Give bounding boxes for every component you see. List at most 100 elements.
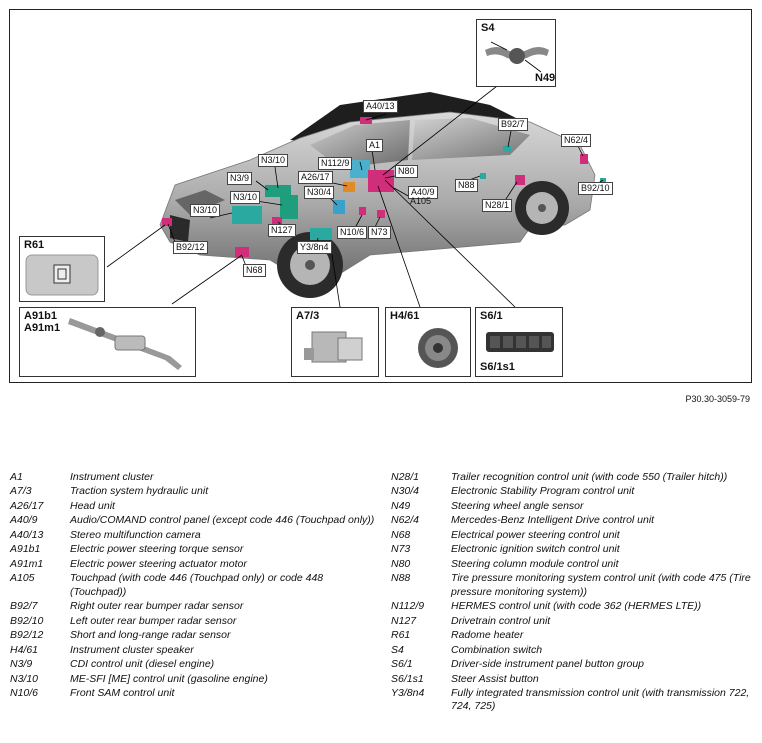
button-group-icon: [486, 332, 554, 352]
legend-code: S4: [391, 643, 404, 656]
component-n112-9: [350, 160, 370, 178]
front-window: [310, 120, 410, 168]
figure-reference: P30.30-3059-79: [685, 394, 750, 404]
inset-r61-title: R61: [24, 239, 45, 251]
legend-row: B92/7 Right outer rear bumper radar senso…: [10, 600, 380, 613]
legend-description: HERMES control unit (with code 362 (HERM…: [451, 600, 702, 613]
legend-code: B92/10: [10, 614, 44, 627]
callout-n68: N68: [243, 264, 266, 277]
legend-description: Audio/COMAND control panel (except code …: [70, 514, 375, 527]
hydraulic-unit-icon: [304, 331, 363, 363]
legend-description: Tire pressure monitoring system control …: [451, 572, 751, 598]
legend-code: R61: [391, 629, 411, 642]
inset-radome-heater: R61: [19, 236, 105, 302]
inset-traction-hydraulic-unit: A7/3: [291, 307, 379, 377]
component-y3-8n4: [310, 228, 332, 240]
legend-code: A40/13: [10, 528, 44, 541]
legend-description: Electronic Stability Program control uni…: [451, 485, 635, 498]
component-n127: [272, 217, 282, 227]
legend-description: Electronic ignition switch control unit: [451, 543, 620, 556]
inset-instrument-speaker: H4/61: [385, 307, 471, 377]
legend-description: Short and long-range radar sensor: [70, 629, 231, 642]
legend-description: Combination switch: [451, 643, 543, 656]
legend-code: N10/6: [10, 687, 39, 700]
legend-row: A40/9 Audio/COMAND control panel (except …: [10, 514, 380, 527]
legend-description: Instrument cluster: [70, 471, 154, 483]
callout-a26-17: A26/17: [298, 171, 333, 184]
legend-description: ME-SFI [ME] control unit (gasoline engin…: [70, 672, 268, 685]
component-n10-6: [359, 207, 366, 215]
legend-column-right: N28/1 Trailer recognition control unit (w…: [391, 471, 757, 715]
inset-n49-title: N49: [535, 72, 556, 84]
legend-row: N3/9 CDI control unit (diesel engine): [10, 658, 380, 671]
callout-n112-9: N112/9: [318, 157, 353, 170]
callout-n3-9: N3/9: [227, 172, 253, 185]
legend-code: S6/1s1: [391, 672, 424, 685]
legend-description: Trailer recognition control unit (with c…: [451, 471, 728, 483]
legend-description: Driver-side instrument panel button grou…: [451, 658, 644, 671]
legend-code: A91m1: [10, 557, 44, 570]
callout-n10-6: N10/6: [337, 226, 368, 239]
callout-n3-10-b: N3/10: [230, 191, 261, 204]
legend-description: Electrical power steering control unit: [451, 528, 620, 541]
callout-n30-4: N30/4: [304, 186, 335, 199]
legend-description: Right outer rear bumper radar sensor: [70, 600, 244, 613]
inset-s6-1-title: S6/1: [480, 310, 503, 322]
legend-code: N3/9: [10, 658, 33, 671]
legend-row: N28/1 Trailer recognition control unit (w…: [391, 471, 757, 484]
inset-power-steering: A91b1 A91m1: [19, 307, 196, 377]
callout-a1: A1: [366, 139, 384, 152]
inset-s4-title: S4: [481, 22, 495, 34]
combination-switch-icon: [485, 41, 549, 73]
legend-description: CDI control unit (diesel engine): [70, 658, 215, 671]
legend-description: Traction system hydraulic unit: [70, 485, 209, 498]
headlight: [175, 190, 225, 215]
callout-n3-10-c: N3/10: [190, 204, 221, 217]
legend-code: A26/17: [10, 499, 44, 512]
legend-code: Y3/8n4: [391, 687, 425, 700]
legend-row: N68 Electrical power steering control uni…: [391, 529, 757, 542]
grille: [170, 215, 190, 242]
component-b92-7: [503, 146, 511, 152]
legend-row: A40/13 Stereo multifunction camera: [10, 529, 380, 542]
legend-code: N3/10: [10, 672, 39, 685]
component-n3-10: [280, 195, 298, 219]
callout-a40-9: A40/9: [408, 186, 438, 199]
component-a26-17: [343, 182, 355, 192]
legend-code: B92/7: [10, 600, 38, 613]
legend-description: Stereo multifunction camera: [70, 528, 201, 541]
component-b92-10: [600, 178, 606, 184]
component-n73: [377, 210, 385, 218]
component-a1: [368, 170, 394, 192]
legend-code: A7/3: [10, 485, 32, 498]
callout-n62-4: N62/4: [561, 134, 592, 147]
legend-description: Radome heater: [451, 629, 524, 642]
legend-description: Front SAM control unit: [70, 687, 175, 700]
legend-code: A105: [10, 572, 35, 585]
component-n3-10-b: [232, 206, 262, 224]
legend-description: Mercedes-Benz Intelligent Drive control …: [451, 514, 655, 527]
legend-code: N68: [391, 528, 411, 541]
callout-a40-13: A40/13: [363, 100, 398, 113]
legend-row: N88 Tire pressure monitoring system contr…: [391, 572, 757, 599]
legend-code: H4/61: [10, 643, 39, 656]
legend-code: N88: [391, 572, 411, 585]
component-n30-4: [333, 200, 345, 214]
legend-code: N28/1: [391, 471, 420, 483]
legend-code: B92/12: [10, 629, 44, 642]
legend-description: Steer Assist button: [451, 672, 539, 685]
speaker-icon: [418, 328, 458, 368]
legend-code: A40/9: [10, 514, 38, 527]
